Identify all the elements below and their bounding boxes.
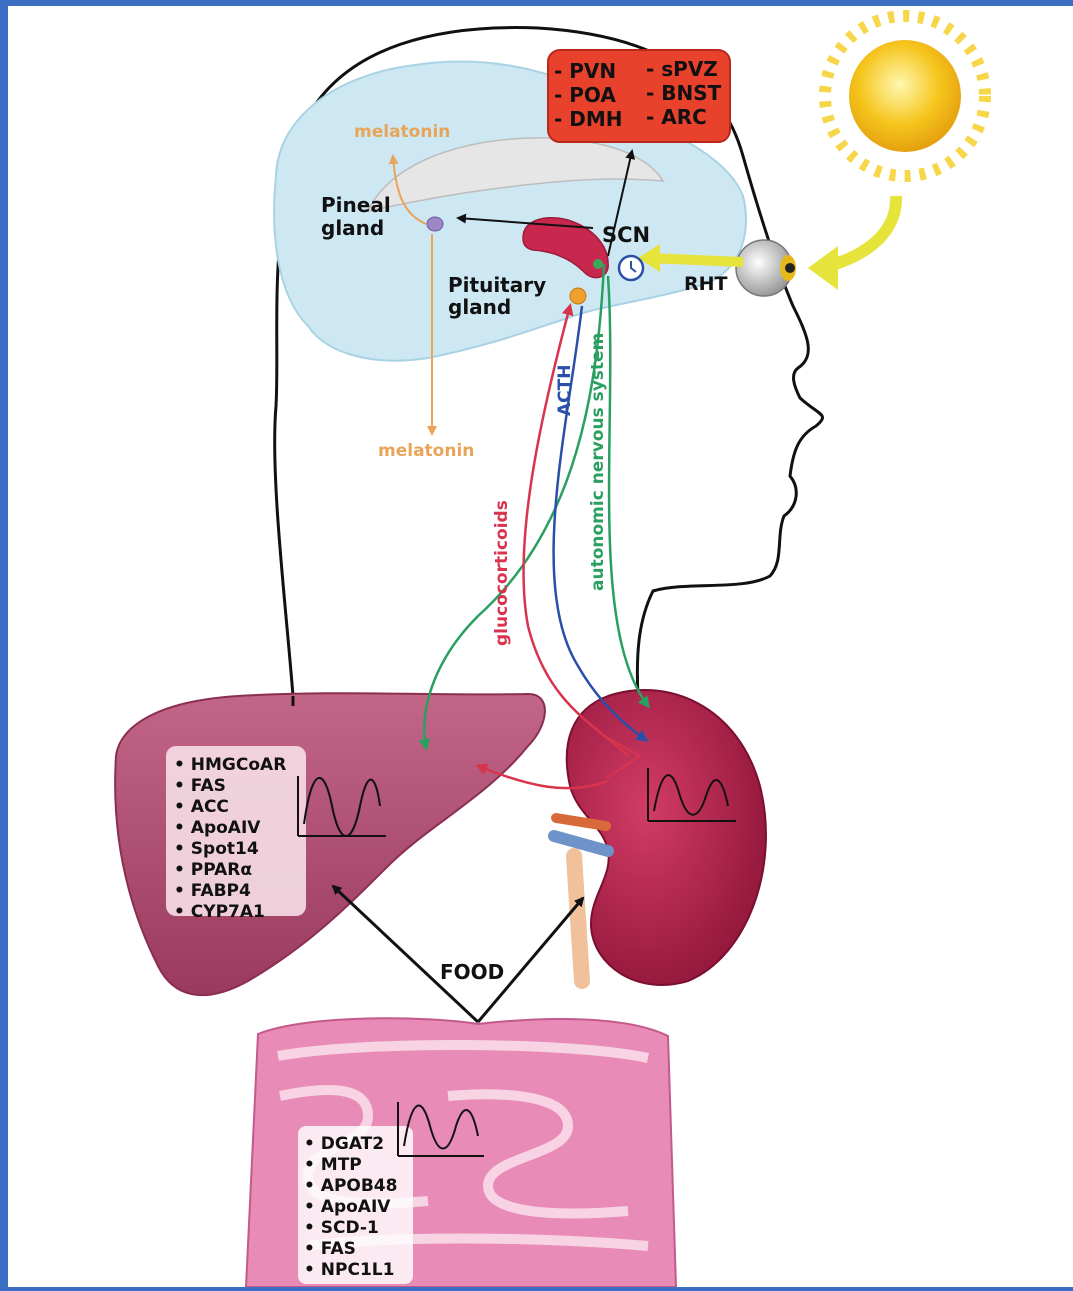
intestine-gene-3: • APOB48 bbox=[304, 1176, 397, 1196]
sun-icon bbox=[825, 16, 985, 176]
intestine-gene-6: • FAS bbox=[304, 1239, 356, 1259]
diagram-frame: - PVN - POA - DMH - sPVZ - BNST - ARC RH… bbox=[8, 6, 1073, 1287]
intestine-gene-7: • NPC1L1 bbox=[304, 1260, 394, 1280]
scn-label: SCN bbox=[602, 223, 650, 247]
pituitary-gland bbox=[570, 288, 586, 304]
autonomic-to-kidney bbox=[608, 276, 648, 706]
food-label: FOOD bbox=[440, 960, 504, 984]
intestine-gene-1: • DGAT2 bbox=[304, 1134, 384, 1154]
liver-gene-7: • FABP4 bbox=[174, 881, 251, 901]
liver-gene-3: • ACC bbox=[174, 797, 229, 817]
pituitary-label-2: gland bbox=[448, 295, 511, 319]
food-to-liver-arrow bbox=[333, 886, 478, 1022]
rht-label: RHT bbox=[684, 273, 728, 295]
nucleus-pvn: - PVN bbox=[554, 59, 616, 83]
melatonin-top-label: melatonin bbox=[354, 122, 450, 142]
pituitary-label-1: Pituitary bbox=[448, 273, 546, 297]
liver-gene-2: • FAS bbox=[174, 776, 226, 796]
pineal-label-1: Pineal bbox=[321, 193, 391, 217]
autonomic-label: autonomic nervous system bbox=[588, 333, 608, 591]
melatonin-bottom-label: melatonin bbox=[378, 441, 474, 461]
liver-gene-1: • HMGCoAR bbox=[174, 755, 286, 775]
acth-label: ACTH bbox=[555, 365, 575, 416]
liver-gene-5: • Spot14 bbox=[174, 839, 259, 859]
rht-arrow bbox=[648, 258, 743, 262]
liver-gene-4: • ApoAIV bbox=[174, 818, 261, 838]
intestine-gene-5: • SCD-1 bbox=[304, 1218, 379, 1238]
nucleus-poa: - POA bbox=[554, 83, 616, 107]
ureter bbox=[574, 856, 582, 981]
intestine-gene-4: • ApoAIV bbox=[304, 1197, 391, 1217]
scn-node bbox=[593, 259, 603, 269]
pineal-label-2: gland bbox=[321, 216, 384, 240]
kidney bbox=[567, 690, 766, 985]
nucleus-dmh: - DMH bbox=[554, 107, 623, 131]
liver-gene-6: • PPARα bbox=[174, 860, 252, 880]
glucocorticoids-pathway bbox=[524, 306, 628, 756]
intestine-gene-2: • MTP bbox=[304, 1155, 362, 1175]
pineal-gland bbox=[427, 217, 443, 231]
clock-icon bbox=[619, 256, 643, 280]
liver-gene-8: • CYP7A1 bbox=[174, 902, 265, 922]
glucocorticoids-label: glucocorticoids bbox=[492, 500, 512, 646]
nucleus-spvz: - sPVZ bbox=[646, 57, 718, 81]
renal-vein bbox=[554, 836, 608, 851]
nucleus-bnst: - BNST bbox=[646, 81, 722, 105]
nucleus-arc: - ARC bbox=[646, 105, 707, 129]
circadian-diagram: - PVN - POA - DMH - sPVZ - BNST - ARC RH… bbox=[8, 6, 1073, 1287]
